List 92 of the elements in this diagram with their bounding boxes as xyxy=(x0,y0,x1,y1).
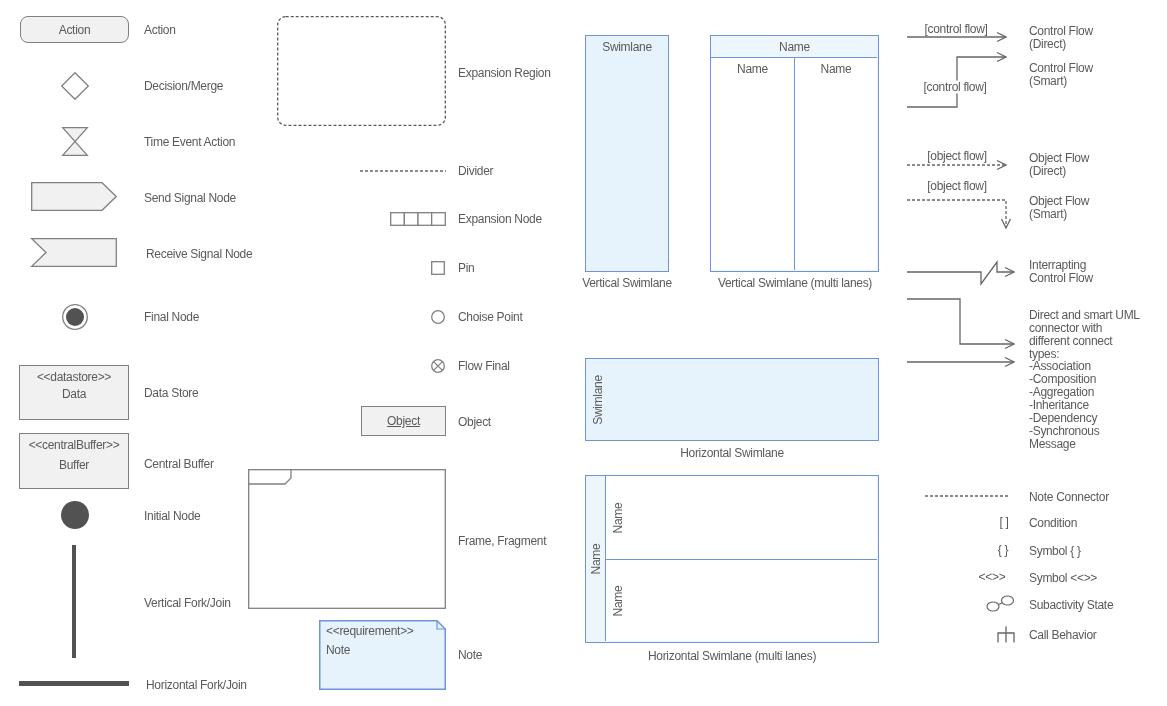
central-buffer-box xyxy=(19,433,129,489)
lane-title: Name xyxy=(611,502,625,533)
caption: Control Flow (Smart) xyxy=(1029,62,1094,88)
shape-caption: Expansion Node xyxy=(458,212,542,226)
caption: Interrapting Control Flow xyxy=(1029,259,1094,285)
hourglass-symbol xyxy=(62,127,88,156)
symbol-text: { } xyxy=(997,543,1009,557)
shape-caption: Central Buffer xyxy=(144,457,214,471)
symbol-text: <<>> xyxy=(978,570,1006,584)
caption: Control Flow (Direct) xyxy=(1029,25,1094,51)
choice-point-circle xyxy=(431,310,445,324)
node-label: Buffer xyxy=(59,458,89,472)
action-node xyxy=(20,16,129,43)
final-node-symbol xyxy=(62,304,88,330)
pool-title: Name xyxy=(779,40,810,54)
decision-diamond xyxy=(61,72,89,100)
swimlane xyxy=(585,35,669,272)
shape-caption: Object xyxy=(458,415,491,429)
shape-caption: Pin xyxy=(458,261,475,275)
stereotype-label: <<centralBuffer>> xyxy=(28,438,120,452)
lane-title: Swimlane xyxy=(591,374,605,425)
caption: Condition xyxy=(1029,516,1077,530)
swimlane-pool xyxy=(585,475,879,643)
caption: Symbol <<>> xyxy=(1029,571,1098,585)
caption: Initial Node xyxy=(144,509,201,523)
shape-caption: Vertical Swimlane (multi lanes) xyxy=(717,276,873,290)
caption: Object Flow (Direct) xyxy=(1029,152,1091,178)
pool-title: Name xyxy=(588,543,603,575)
node-label: Data xyxy=(61,387,87,401)
fork-join-bar xyxy=(19,681,129,686)
fork-join-bar xyxy=(72,545,76,658)
expansion-region xyxy=(277,16,446,126)
receive-signal-shape xyxy=(31,238,117,267)
swimlane-lane xyxy=(605,476,877,560)
note-text: Note xyxy=(326,643,351,657)
stereotype-label: <<datastore>> xyxy=(36,370,112,384)
shape-caption: Flow Final xyxy=(458,359,510,373)
action-label: Action xyxy=(58,22,91,37)
symbol-text: [ ] xyxy=(999,515,1009,529)
caption: Divider xyxy=(458,164,494,178)
shape-caption: Data Store xyxy=(144,386,199,400)
caption: Call Behavior xyxy=(1029,628,1097,642)
swimlane-pool xyxy=(710,35,879,272)
caption: Time Event Action xyxy=(144,135,236,149)
send-signal-shape xyxy=(31,182,117,211)
shape-caption: Vertical Swimlane xyxy=(582,276,672,290)
shape-caption: Horizontal Swimlane (multi lanes) xyxy=(647,649,817,663)
object-box xyxy=(361,406,446,436)
caption: Vertical Fork/Join xyxy=(144,596,231,610)
stereotype-label: <<requirement>> xyxy=(326,624,414,638)
shape-caption: Note xyxy=(458,648,483,662)
flow-label: [object flow] xyxy=(927,149,987,163)
frame-fragment xyxy=(248,469,446,609)
flow-label: [control flow] xyxy=(924,22,988,36)
caption: Final Node xyxy=(144,310,200,324)
flow-final-symbol xyxy=(431,359,445,373)
lane-title: Swimlane xyxy=(602,40,652,54)
list-item: -Association xyxy=(1029,359,1091,373)
lane-title: Name xyxy=(737,62,768,76)
shape-caption: Expansion Region xyxy=(458,66,551,80)
swimlane-lane xyxy=(795,57,877,270)
shape-caption: Horizontal Fork/Join xyxy=(146,678,247,692)
caption: Decision/Merge xyxy=(144,79,224,93)
list-item: -Aggregation xyxy=(1029,385,1095,399)
swimlane-lane xyxy=(711,57,795,270)
object-label: Object xyxy=(387,414,420,428)
list-item: -Inheritance xyxy=(1029,398,1089,412)
datastore-box xyxy=(19,365,129,420)
caption: Subactivity State xyxy=(1029,598,1114,612)
shape-caption: Action xyxy=(144,23,176,37)
caption: Object Flow (Smart) xyxy=(1029,195,1091,221)
note-shape xyxy=(319,620,446,690)
swimlane xyxy=(585,358,879,441)
lane-title: Name xyxy=(611,585,625,616)
caption: Direct and smart UML connector with different connect types: xyxy=(1029,308,1141,361)
shape-caption: Send Signal Node xyxy=(144,191,236,205)
flow-label: [object flow] xyxy=(927,179,987,193)
swimlane-lane xyxy=(605,560,877,641)
flow-label: [control flow] xyxy=(922,80,988,94)
list-item: -Composition xyxy=(1029,372,1097,386)
shape-caption: Choise Point xyxy=(458,310,523,324)
shape-caption: Horizontal Swimlane xyxy=(680,446,784,460)
lane-title: Name xyxy=(820,62,852,76)
caption: Note Connector xyxy=(1029,490,1109,504)
list-item: -Synchronous Message xyxy=(1029,424,1101,451)
initial-node-dot xyxy=(61,501,89,529)
pin-square xyxy=(431,261,445,275)
list-item: -Dependency xyxy=(1029,411,1098,425)
shape-caption: Receive Signal Node xyxy=(146,247,253,261)
expansion-node xyxy=(390,212,446,226)
caption: Symbol { } xyxy=(1029,544,1081,558)
shape-caption: Frame, Fragment xyxy=(458,534,547,548)
